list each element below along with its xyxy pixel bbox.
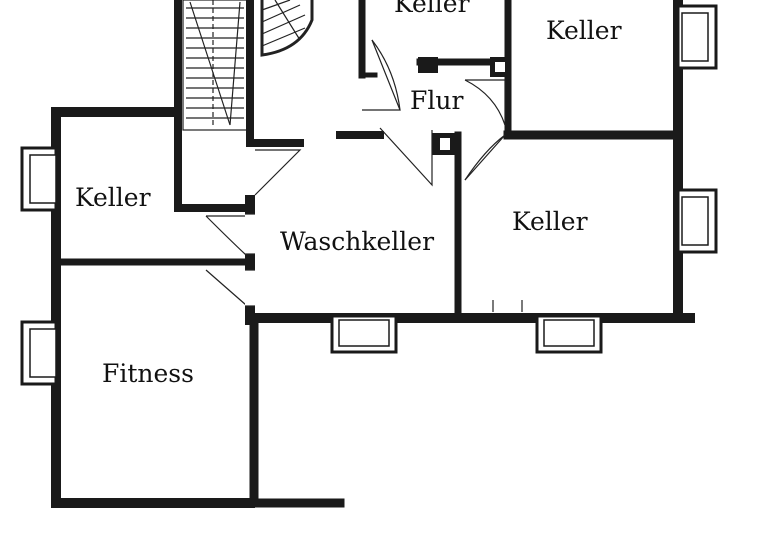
window-left-lower [20,320,58,386]
window-bottom-right [535,314,603,354]
pillars [418,57,510,155]
window-right-lower [676,188,718,254]
outer-wall-left [51,107,255,508]
windows [20,4,718,386]
room-label-keller-top-center: Keller [394,0,470,18]
staircase [182,0,314,131]
room-label-waschkeller: Waschkeller [280,227,435,256]
room-label-keller-top-right: Keller [546,16,622,45]
window-left-upper [20,146,58,212]
window-right-upper [676,4,718,70]
room-label-fitness: Fitness [102,359,194,388]
room-label-keller-right: Keller [512,207,588,236]
room-label-keller-left: Keller [75,183,151,212]
room-label-flur: Flur [410,86,464,115]
window-bottom-left [330,314,398,354]
